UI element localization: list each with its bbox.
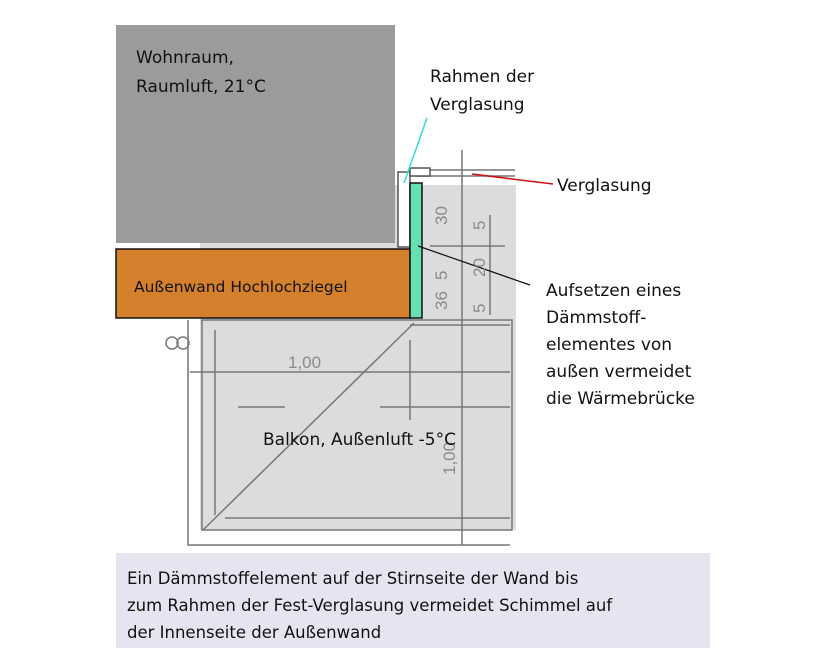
glazing-leader-line — [471, 173, 554, 185]
room-label: Raumluft, 21°C — [136, 77, 266, 97]
frame-leader-line — [403, 117, 428, 184]
room-label: Wohnraum, — [136, 48, 234, 68]
caption-line: Ein Dämmstoffelement auf der Stirnseite … — [127, 569, 579, 588]
floorplan-lines — [187, 150, 515, 546]
glazing-label: Verglasung — [557, 176, 652, 196]
balcony-label: Balkon, Außenluft -5°C — [263, 430, 456, 450]
dimension-label: 36 — [432, 291, 451, 310]
living-room-area — [116, 25, 395, 243]
dimension-label: 5 — [470, 304, 489, 313]
caption-box: Ein Dämmstoffelement auf der Stirnseite … — [116, 553, 710, 648]
wall-label: Außenwand Hochlochziegel — [134, 278, 348, 296]
insulation-note: die Wärmebrücke — [546, 389, 695, 409]
insulation-note: Dämmstoff- — [546, 308, 646, 328]
insulation-leader-line — [417, 245, 531, 286]
dimension-label: 5 — [432, 271, 451, 280]
dimension-label: 1,00 — [288, 353, 321, 372]
exterior-wall — [115, 248, 411, 319]
caption-line: zum Rahmen der Fest-Verglasung vermeidet… — [127, 596, 613, 615]
frame-label: Rahmen der — [430, 67, 534, 87]
insulation-element — [409, 182, 423, 319]
insulation-note: Aufsetzen eines — [546, 281, 681, 301]
caption-line: der Innenseite der Außenwand — [127, 623, 382, 642]
insulation-note: außen vermeidet — [546, 362, 692, 382]
frame-label: Verglasung — [430, 95, 525, 115]
dimension-label: 5 — [470, 221, 489, 230]
dimension-label: 20 — [470, 258, 489, 277]
window-frame — [397, 171, 411, 248]
dimension-label: 1,00 — [440, 442, 459, 475]
dimension-label: 30 — [432, 206, 451, 225]
insulation-note: elementes von — [546, 335, 672, 355]
